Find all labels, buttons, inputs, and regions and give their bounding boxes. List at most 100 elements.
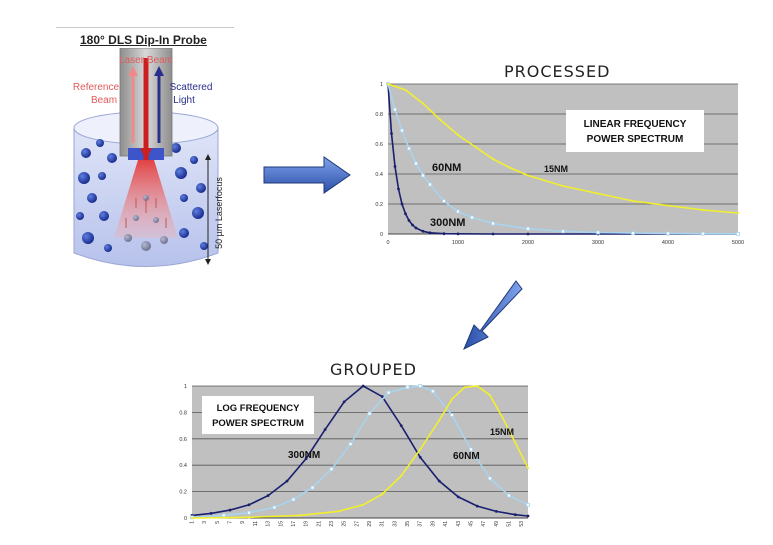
y-tick-label: 0 (380, 232, 383, 238)
data-point-60nm (488, 476, 492, 481)
y-tick-label: 0.6 (375, 142, 383, 148)
plot-area (388, 84, 738, 234)
probe-title: 180° DLS Dip-In Probe (80, 33, 207, 47)
data-point-60nm (393, 107, 397, 112)
data-point-300nm (304, 457, 308, 460)
annotation-line1: LINEAR FREQUENCY (584, 119, 687, 130)
data-point-60nm (386, 390, 391, 395)
data-point-15nm (456, 133, 460, 137)
x-tick-label: 25 (342, 521, 348, 527)
data-point-300nm (285, 479, 289, 483)
series-line-15nm (191, 385, 529, 519)
data-point-60nm (596, 230, 600, 235)
y-tick-label: 0.8 (179, 410, 187, 416)
x-tick-label: 41 (443, 521, 449, 527)
data-point-15nm (450, 398, 454, 401)
x-tick-label: 29 (367, 521, 373, 527)
processed-chart-title: PROCESSED (504, 62, 611, 81)
data-point-300nm (266, 494, 270, 497)
y-tick-label: 1 (184, 384, 187, 390)
data-point-60nm (736, 231, 740, 236)
data-point-15nm (491, 157, 495, 161)
data-point-60nm (421, 173, 425, 178)
data-point-15nm (336, 510, 339, 513)
data-point-300nm (456, 232, 460, 236)
laser-beam-label: Laser Beam (119, 55, 173, 66)
data-point-60nm (470, 215, 474, 220)
data-point-15nm (701, 208, 705, 212)
data-point-300nm (228, 508, 232, 512)
x-tick-label: 31 (380, 521, 386, 527)
x-tick-label: 47 (481, 521, 487, 527)
series-line-60nm (387, 83, 739, 235)
x-tick-label: 17 (291, 521, 297, 527)
data-point-15nm (474, 145, 477, 149)
data-point-60nm (348, 442, 353, 446)
data-point-60nm (221, 513, 226, 518)
data-point-300nm (421, 229, 425, 233)
data-point-60nm (405, 385, 410, 390)
series-label-15nm: 15NM (490, 427, 514, 437)
data-point-300nm (247, 503, 251, 507)
reference-label-line2: Beam (91, 95, 117, 106)
x-tick-label: 39 (430, 521, 436, 527)
data-point-60nm (400, 128, 404, 133)
x-tick-label: 7 (228, 521, 234, 524)
data-point-60nm (418, 384, 423, 388)
log-frequency-annotation-box (202, 396, 314, 434)
annotation-line2: POWER SPECTRUM (587, 134, 684, 145)
data-point-15nm (190, 516, 194, 520)
data-point-15nm (386, 82, 390, 86)
data-point-60nm (329, 467, 334, 472)
series-label-60nm: 60NM (432, 162, 461, 174)
y-tick-label: 0.2 (179, 490, 187, 496)
data-point-60nm (442, 199, 446, 203)
data-point-300nm (442, 232, 446, 236)
y-tick-label: 0 (184, 516, 187, 522)
series-line-60nm (191, 385, 529, 519)
reference-label-line1: Reference (73, 82, 120, 93)
data-point-15nm (736, 211, 740, 215)
x-tick-label: 15 (278, 521, 284, 527)
data-point-60nm (701, 231, 705, 236)
data-point-60nm (310, 485, 315, 490)
annotation-line1: LOG FREQUENCY (217, 403, 301, 414)
x-tick-label: 3 (202, 521, 208, 524)
arrow-right-icon (263, 156, 351, 194)
x-tick-label: 45 (468, 521, 474, 527)
x-tick-label: 19 (304, 521, 310, 527)
data-point-300nm (411, 223, 414, 227)
data-point-60nm (456, 209, 460, 214)
data-point-15nm (421, 102, 425, 105)
x-tick-label: 43 (456, 521, 462, 527)
data-point-15nm (439, 118, 442, 122)
data-point-60nm (666, 231, 670, 236)
grouped-chart-title: GROUPED (330, 360, 417, 379)
data-point-60nm (561, 229, 565, 234)
data-point-60nm (491, 221, 495, 226)
data-point-15nm (501, 416, 504, 419)
data-point-300nm (491, 232, 495, 236)
x-tick-label: 13 (266, 521, 272, 527)
series-line-300nm (387, 83, 738, 235)
data-point-300nm (399, 424, 403, 427)
x-tick-label: 5 (215, 521, 221, 524)
x-tick-label: 9 (240, 521, 246, 524)
data-point-300nm (526, 232, 530, 236)
data-point-300nm (475, 504, 479, 508)
x-tick-label: 37 (418, 521, 424, 527)
data-point-15nm (381, 493, 384, 496)
particles (76, 139, 208, 252)
data-point-60nm (450, 413, 454, 417)
data-point-300nm (361, 384, 365, 388)
x-tick-label: 53 (519, 521, 525, 527)
data-point-60nm (272, 505, 277, 510)
x-tick-label: 33 (392, 521, 398, 527)
series-label-300nm: 300NM (430, 217, 465, 229)
data-point-300nm (393, 165, 397, 168)
data-point-300nm (526, 514, 530, 518)
x-tick-label: 51 (506, 521, 512, 527)
data-point-60nm (431, 389, 435, 394)
y-tick-label: 0.4 (375, 172, 383, 178)
